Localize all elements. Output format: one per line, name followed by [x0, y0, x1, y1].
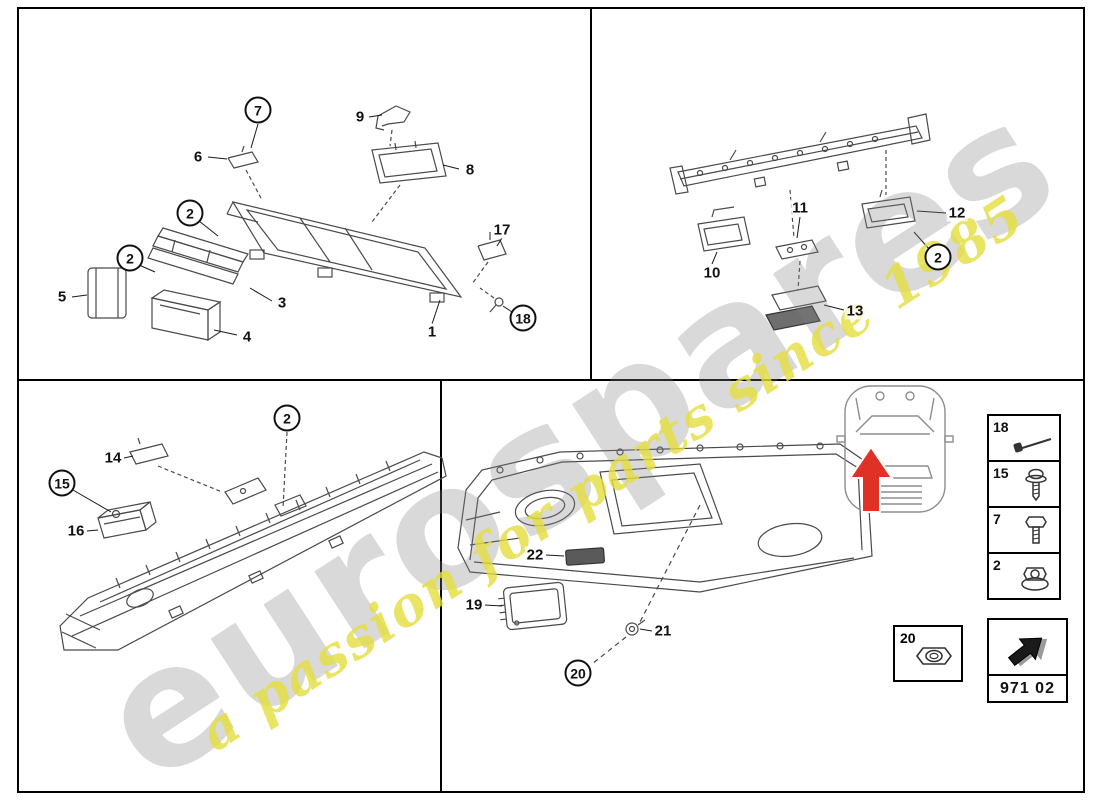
legend-number: 15	[993, 465, 1009, 481]
direction-arrow-icon	[1007, 637, 1048, 667]
legend-item-2[interactable]: 2	[989, 554, 1059, 598]
legend-number: 2	[993, 557, 1001, 573]
part-callout-6-1[interactable]: 6	[191, 148, 205, 166]
part-group-box[interactable]: 971 02	[987, 618, 1068, 703]
part-callout-17-9[interactable]: 17	[491, 221, 513, 239]
flange-nut-icon	[1021, 567, 1049, 591]
nut-icon	[916, 647, 952, 665]
part-group-code: 971 02	[1000, 679, 1055, 697]
part-callout-15-19[interactable]: 15	[48, 469, 76, 497]
part-callout-13-16[interactable]: 13	[844, 302, 866, 320]
frame-assembly-drawing	[71, 105, 513, 342]
part-callout-4-8[interactable]: 4	[240, 328, 254, 346]
cross-member-drawing	[669, 113, 947, 331]
sill-member-drawing	[59, 431, 447, 651]
part-callout-2-4[interactable]: 2	[176, 199, 204, 227]
bolt-icon	[1025, 516, 1047, 544]
part-callout-2-17[interactable]: 2	[273, 404, 301, 432]
part-callout-12-13[interactable]: 12	[946, 204, 968, 222]
part-callout-11-12[interactable]: 11	[790, 199, 810, 217]
legend-item-7[interactable]: 7	[989, 508, 1059, 554]
part-callout-20-24[interactable]: 20	[564, 659, 592, 687]
part-callout-5-6[interactable]: 5	[55, 288, 69, 306]
part-callout-22-21[interactable]: 22	[524, 546, 546, 564]
part-callout-10-15[interactable]: 10	[701, 264, 723, 282]
part-callout-21-23[interactable]: 21	[652, 622, 674, 640]
part-callout-14-18[interactable]: 14	[102, 449, 124, 467]
legend-number: 20	[900, 630, 916, 646]
rear-panel-drawing	[457, 442, 873, 665]
screw-icon	[1025, 468, 1047, 502]
panel-borders	[17, 7, 1085, 793]
part-callout-2-5[interactable]: 2	[116, 244, 144, 272]
part-callout-8-3[interactable]: 8	[463, 161, 477, 179]
car-top-view	[836, 385, 954, 513]
legend-item-20[interactable]: 20	[893, 625, 963, 682]
part-callout-2-14[interactable]: 2	[924, 243, 952, 271]
part-callout-16-20[interactable]: 16	[65, 522, 87, 540]
part-callout-1-11[interactable]: 1	[425, 323, 439, 341]
location-arrow-icon	[848, 445, 894, 513]
part-callout-18-10[interactable]: 18	[509, 304, 537, 332]
rivet-icon	[1013, 438, 1052, 453]
legend-number: 7	[993, 511, 1001, 527]
icon-area	[989, 620, 1066, 676]
part-callout-7-0[interactable]: 7	[244, 96, 272, 124]
legend-item-15[interactable]: 15	[989, 462, 1059, 508]
legend-number: 18	[993, 419, 1009, 435]
fastener-legend: 18 15 7	[987, 414, 1061, 600]
legend-item-18[interactable]: 18	[989, 416, 1059, 462]
part-callout-9-2[interactable]: 9	[353, 108, 367, 126]
part-callout-19-22[interactable]: 19	[463, 596, 485, 614]
part-callout-3-7[interactable]: 3	[275, 294, 289, 312]
